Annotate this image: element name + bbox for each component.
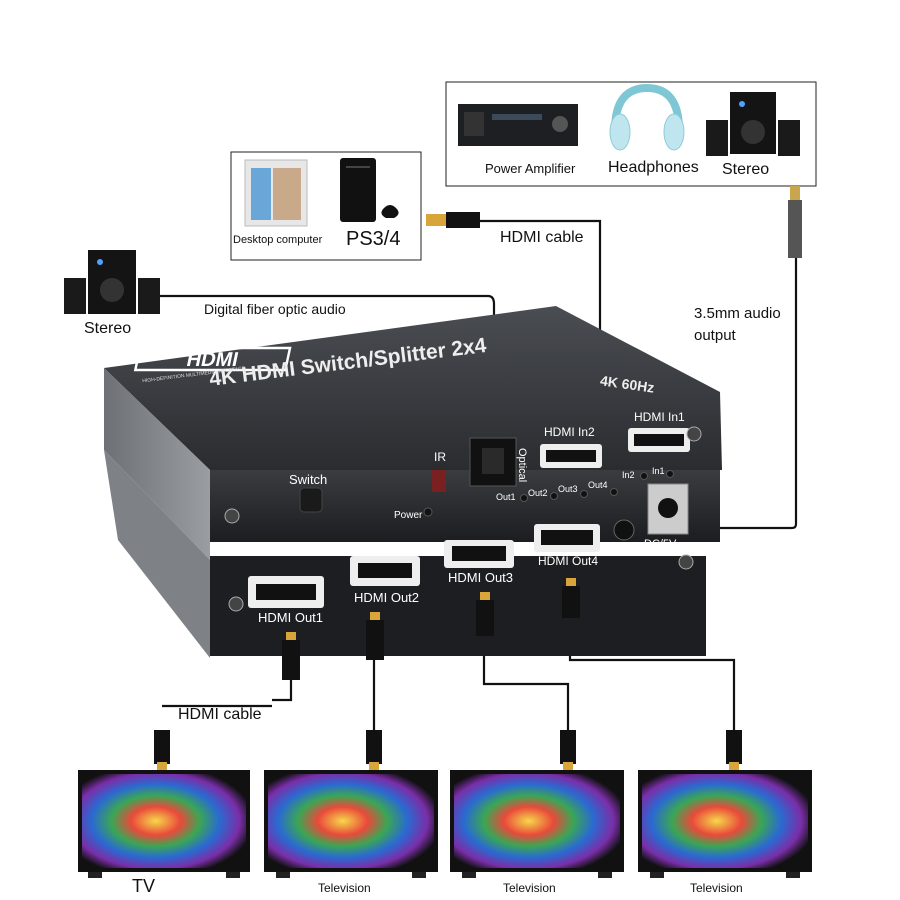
in1-led-label: In1	[652, 466, 665, 476]
switch-splitter-device: HDMI	[104, 306, 722, 658]
output-plugs	[154, 578, 742, 770]
hdmi-logo: HDMI	[133, 346, 292, 372]
optical-audio-label: Digital fiber optic audio	[200, 301, 350, 317]
hdmi-out1-label: HDMI Out1	[258, 610, 324, 625]
rl-label: R/L	[612, 542, 630, 554]
headphones-label: Headphones	[608, 159, 699, 176]
status-leds	[520, 470, 674, 502]
hdmi-in1-port	[628, 428, 690, 452]
hdmi-in2-port	[540, 444, 602, 468]
out2-led-label: Out2	[528, 488, 548, 498]
out1-led-label: Out1	[496, 492, 516, 502]
rl-audio-jack	[613, 519, 635, 541]
switch-button[interactable]	[299, 487, 323, 513]
audio-out-label: 3.5mm audio output	[694, 303, 794, 347]
power-led	[423, 507, 433, 517]
power-label: Power	[394, 510, 423, 521]
desktop-computer-icon	[244, 159, 308, 227]
display-4-television	[638, 770, 812, 878]
hdmi-in-cable-label: HDMI cable	[500, 229, 584, 246]
dc-label: DC/5V	[644, 538, 677, 550]
display-3-television	[450, 770, 624, 878]
out1-cable	[272, 680, 293, 702]
display-2-label: Television	[318, 881, 371, 895]
audio-out-cable	[700, 200, 798, 530]
switch-label: Switch	[289, 472, 328, 487]
screws	[224, 426, 702, 612]
hdmi-in1-label: HDMI In1	[634, 410, 685, 424]
ir-window	[432, 470, 446, 492]
power-amplifier-label: Power Amplifier	[485, 161, 576, 176]
hdmi-out-ports	[248, 524, 600, 608]
optical-label: Optical	[516, 448, 528, 483]
headphones-icon	[609, 83, 685, 151]
hdmi-in-cable	[478, 219, 602, 355]
audio-stereo-label: Stereo	[722, 161, 770, 178]
optical-port	[469, 437, 517, 487]
hdmi-out4-label: HDMI Out4	[538, 554, 599, 568]
left-stereo-icon	[64, 250, 160, 314]
out3-cable	[482, 636, 570, 730]
svg-text:HDMI: HDMI	[185, 349, 241, 371]
hdmi-out2-label: HDMI Out2	[354, 590, 420, 605]
hdmi-in2-label: HDMI In2	[544, 425, 595, 439]
display-4-label: Television	[690, 881, 743, 895]
display-2-television	[264, 770, 438, 878]
display-1-label: TV	[132, 876, 156, 896]
hdmi-out-cable-label: HDMI cable	[178, 706, 262, 723]
ps3-console-icon	[340, 158, 399, 222]
ir-label: IR	[434, 450, 446, 464]
out4-led-label: Out4	[588, 480, 608, 490]
desktop-computer-label: Desktop computer	[233, 234, 323, 246]
ps3-label: PS3/4	[346, 228, 401, 250]
stereo-speakers-icon	[706, 92, 800, 156]
power-amplifier-icon	[458, 104, 578, 146]
display-3-label: Television	[503, 881, 556, 895]
in2-led-label: In2	[622, 470, 635, 480]
left-stereo-label: Stereo	[84, 320, 132, 337]
display-1-tv	[78, 770, 250, 878]
audio-devices-box	[445, 81, 817, 187]
out3-led-label: Out3	[558, 484, 578, 494]
source-devices-box	[230, 151, 422, 261]
optical-cable	[160, 294, 496, 420]
hdmi-out3-label: HDMI Out3	[448, 570, 514, 585]
